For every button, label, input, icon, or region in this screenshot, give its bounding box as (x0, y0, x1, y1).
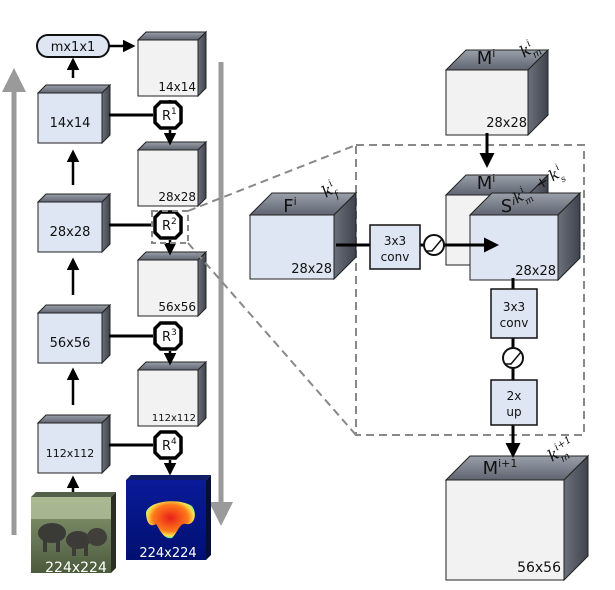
encoder-block-label: 112x112 (46, 447, 95, 460)
svg-text:i: i (525, 38, 534, 49)
decoder-block-2: 28x28 (136, 140, 208, 208)
stack-k-label: k m i + k s i (510, 163, 569, 207)
upsample-line2: up (506, 405, 521, 419)
feature-block: Fi 28x28 (248, 191, 358, 281)
conv-left-line1: 3x3 (384, 234, 406, 248)
side-block-stack: Si 28x28 (468, 191, 582, 282)
downward-flow-arrow (209, 62, 233, 526)
input-image: 224x224 (31, 492, 116, 576)
svg-text:i: i (518, 185, 526, 195)
memory-stack-label: Mi (477, 172, 496, 194)
svg-text:i: i (327, 178, 336, 189)
decoder-block-1: 14x14 (136, 30, 208, 98)
svg-text:i: i (554, 163, 562, 173)
encoder-block-1: 14x14 (36, 83, 112, 145)
refine-node-1: R1 (153, 100, 183, 130)
decoder-block-3: 56x56 (136, 250, 208, 318)
zoom-line-bottom (187, 242, 357, 436)
svg-text:i+1: i+1 (553, 434, 574, 453)
encoder-block-label: 14x14 (50, 116, 91, 131)
memory-bottom-size: 56x56 (517, 560, 561, 576)
side-size: 28x28 (515, 264, 556, 279)
feature-label: Fi (283, 195, 296, 217)
feature-size: 28x28 (291, 262, 332, 277)
encoder-block-2: 28x28 (36, 192, 112, 254)
encoder-block-3: 56x56 (36, 303, 112, 365)
conv-right-line1: 3x3 (503, 300, 525, 314)
embedding-output-label: mx1x1 (51, 40, 96, 55)
decoder-block-label: 56x56 (158, 300, 196, 314)
refine-node-4: R4 (153, 430, 183, 460)
conv-right-line2: conv (500, 316, 529, 330)
relu-right (502, 347, 524, 369)
upsample-line1: 2x (507, 389, 522, 403)
decoder-block-4: 112x112 (136, 360, 208, 428)
r2-highlight-box (151, 210, 189, 244)
output-size-label: 224x224 (139, 546, 196, 561)
encoder-block-label: 28x28 (50, 225, 91, 240)
svg-text:f: f (332, 188, 344, 201)
side-label: Si (501, 195, 516, 217)
upward-flow-arrow (2, 68, 26, 535)
memory-top-size: 28x28 (486, 116, 527, 131)
output-heatmap: 224x224 (126, 475, 211, 561)
decoder-block-label: 28x28 (158, 190, 196, 204)
encoder-block-label: 56x56 (50, 336, 91, 351)
memory-block-top: Mi 28x28 (444, 47, 550, 137)
decoder-block-label: 112x112 (152, 413, 196, 424)
conv-box-right: 3x3 conv (490, 288, 538, 339)
decoder-block-label: 14x14 (158, 80, 196, 94)
embedding-output-node: mx1x1 (36, 34, 110, 58)
upsample-box: 2x up (490, 379, 538, 426)
conv-box-left: 3x3 conv (369, 224, 421, 270)
memory-top-label: Mi (477, 47, 496, 69)
refine-node-2: R2 (153, 210, 183, 240)
refinement-detail-box (355, 144, 585, 436)
relu-left (423, 234, 445, 256)
input-size-label: 224x224 (45, 560, 107, 576)
refine-node-3: R3 (153, 321, 183, 351)
svg-text:s: s (559, 174, 569, 185)
zoom-line-top (187, 144, 357, 212)
conv-left-line2: conv (381, 250, 410, 264)
encoder-block-4: 112x112 (36, 413, 112, 475)
